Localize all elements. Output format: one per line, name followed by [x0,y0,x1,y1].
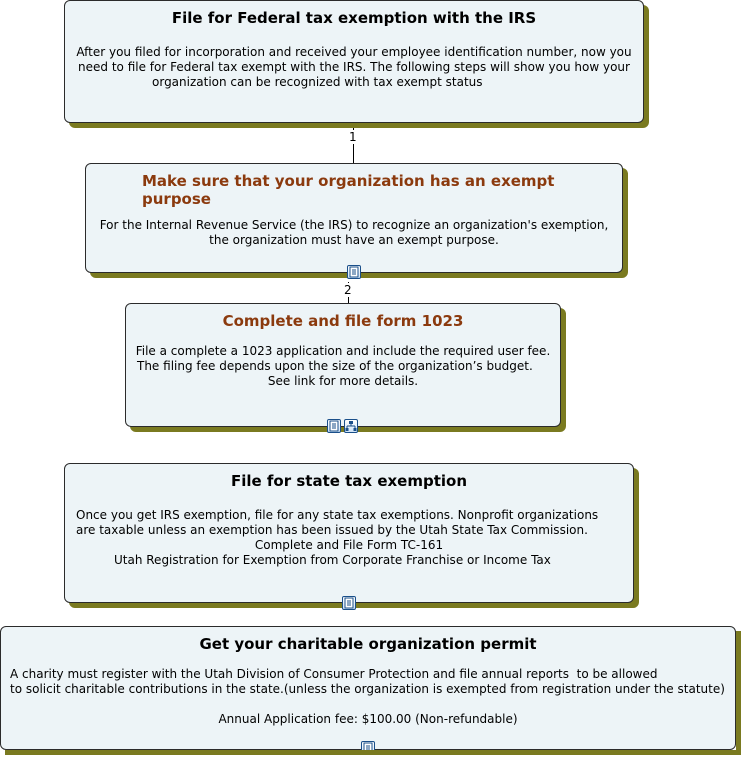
node-title: File for state tax exemption [230,472,468,490]
node-description: Once you get IRS exemption, file for any… [76,508,599,567]
hierarchy-icon[interactable] [344,419,358,433]
node-description: A charity must register with the Utah Di… [10,667,725,726]
node-state-tax-exemption[interactable]: File for state tax exemption Once you ge… [64,463,634,610]
node-shadow [5,750,741,755]
node-title: File for Federal tax exemption with the … [171,9,537,27]
node-federal-tax-exemption[interactable]: File for Federal tax exemption with the … [64,0,644,123]
node-charitable-permit[interactable]: Get your charitable organization permit … [0,626,736,755]
node-exempt-purpose[interactable]: Make sure that your organization has an … [85,163,623,279]
note-icon[interactable] [342,596,356,610]
node-title: Complete and file form 1023 [222,312,464,330]
step-label-1: 1 [348,130,358,144]
note-icon[interactable] [347,265,361,279]
node-description: For the Internal Revenue Service (the IR… [99,218,609,247]
node-form-1023[interactable]: Complete and file form 1023 File a compl… [125,303,561,433]
node-title: Make sure that your organization has an … [142,172,555,208]
node-description: File a complete a 1023 application and i… [135,344,551,388]
step-label-2: 2 [343,283,353,297]
note-icon[interactable] [327,419,341,433]
node-title: Get your charitable organization permit [199,635,537,653]
node-shadow [736,631,741,755]
node-description: After you filed for incorporation and re… [76,45,632,89]
